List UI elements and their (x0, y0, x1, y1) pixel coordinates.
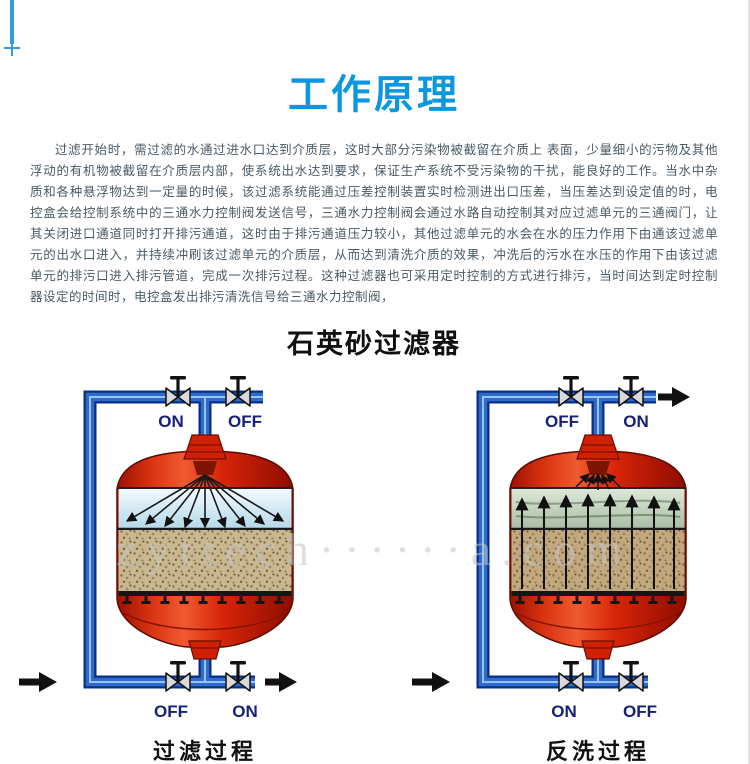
bottom-inlet-cap (581, 640, 615, 660)
outlet-arrow (265, 672, 297, 692)
inner-collector (586, 461, 610, 475)
section-title: 石英砂过滤器 (287, 329, 461, 359)
inlet-arrow (19, 672, 57, 692)
downflow-arrows (125, 474, 285, 529)
valve-label-top-left: OFF (545, 412, 579, 431)
valve-label-top-left: ON (158, 412, 184, 431)
valve-label-bottom-right: OFF (623, 702, 657, 721)
backwash-diagram: OFF ON ON OFF 反洗过程 (408, 375, 708, 764)
bottom-dome-seam (122, 612, 288, 631)
bottom-outlet-cap (188, 640, 222, 660)
filtration-diagram-svg: ON OFF OFF ON (19, 375, 297, 721)
filtration-diagram: ON OFF OFF ON 过滤过程 (15, 375, 315, 764)
filtration-caption: 过滤过程 (152, 739, 257, 764)
valve-label-top-right: OFF (228, 412, 262, 431)
collector-arrows (575, 472, 621, 490)
corner-line-decoration (10, 0, 14, 44)
top-distributor-cap (183, 434, 227, 460)
corner-plus-icon (4, 40, 20, 56)
inner-distributor (193, 461, 217, 475)
inlet-arrow (412, 672, 450, 692)
sand-layer (510, 493, 686, 591)
backwash-diagram-svg: OFF ON ON OFF (412, 375, 690, 721)
nozzles (122, 596, 284, 604)
sand-layer (117, 527, 293, 591)
water-layer (117, 461, 293, 529)
page-title: 工作原理 (288, 73, 460, 117)
valve-label-top-right: ON (623, 412, 649, 431)
nozzle-plate (511, 591, 685, 604)
diagram-area: zyttech······a.com (0, 375, 748, 764)
filter-tank (509, 434, 687, 660)
filter-tank (116, 434, 294, 660)
bottom-dome-seam (515, 612, 681, 631)
waste-outlet-arrow (658, 387, 690, 407)
body-paragraph: 过滤开始时，需过滤的水通过进水口达到介质层，这时大部分污染物被截留在介质上 表面… (30, 143, 718, 304)
valve-label-bottom-left: ON (551, 702, 577, 721)
nozzle-plate (118, 591, 292, 604)
top-collector-cap (576, 434, 620, 460)
nozzles (515, 596, 677, 604)
backwash-water-layer (510, 461, 686, 529)
upflow-arrows (515, 493, 681, 589)
valve-label-bottom-left: OFF (154, 702, 188, 721)
valve-label-bottom-right: ON (232, 702, 258, 721)
backwash-caption: 反洗过程 (545, 739, 650, 764)
